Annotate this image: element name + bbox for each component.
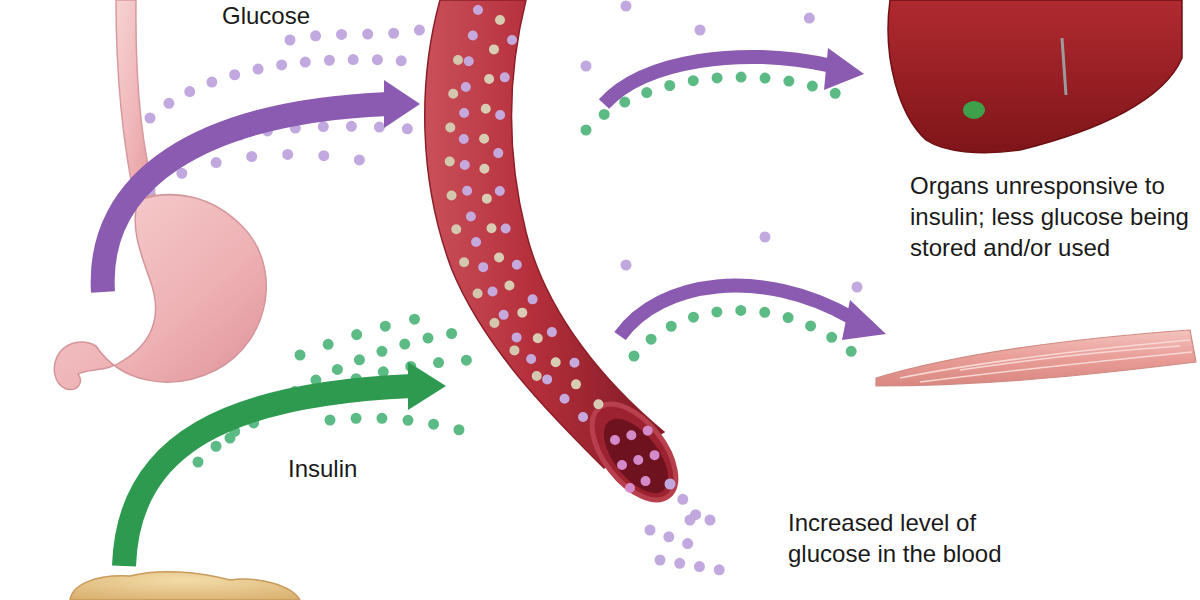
- stomach: [54, 195, 266, 390]
- glucose-dots: [700, 18, 810, 30]
- glucose-dots: [650, 484, 720, 570]
- glucose-dot: [621, 1, 632, 12]
- glucose-dots: [290, 30, 420, 40]
- pancreas: [70, 572, 300, 600]
- insulin-dots: [300, 315, 440, 355]
- glucose-dot: [852, 282, 863, 293]
- liver: [888, 0, 1182, 153]
- vessel-lumen: [592, 408, 681, 504]
- liver-ligament: [1062, 38, 1066, 95]
- insulin-arrow: [124, 386, 412, 566]
- glucose-label: Glucose: [222, 0, 362, 31]
- vessel-insulin-dots: [484, 20, 620, 420]
- gallbladder: [963, 101, 985, 119]
- vessel-opening: [576, 389, 692, 514]
- insulin-dots: [634, 310, 852, 356]
- blood-vessel: [425, 0, 664, 468]
- muscle-fibres: [900, 340, 1192, 382]
- vessel-glucose-dots: [464, 10, 600, 432]
- muscle: [876, 330, 1196, 386]
- glucose-arrow-head: [384, 80, 420, 128]
- lumen-glucose-dots: [615, 430, 655, 488]
- glucose-arrow: [103, 104, 388, 292]
- organ-note: Organs unresponsive to insulin; less glu…: [910, 170, 1198, 263]
- glucose-dot: [621, 260, 632, 271]
- insulin-arrow-head: [408, 362, 446, 410]
- insulin-dots: [330, 418, 460, 430]
- glucose-arrow: [604, 57, 832, 104]
- insulin-label: Insulin: [288, 453, 428, 484]
- glucose-arrow-head: [842, 300, 886, 340]
- vessel-glucose-dots: [498, 40, 590, 380]
- glucose-arrow-head: [824, 48, 864, 90]
- glucose-dot: [581, 61, 592, 72]
- glucose-arrow: [620, 286, 852, 336]
- glucose-dot: [760, 232, 771, 243]
- blood-note: Increased level of glucose in the blood: [788, 507, 1063, 569]
